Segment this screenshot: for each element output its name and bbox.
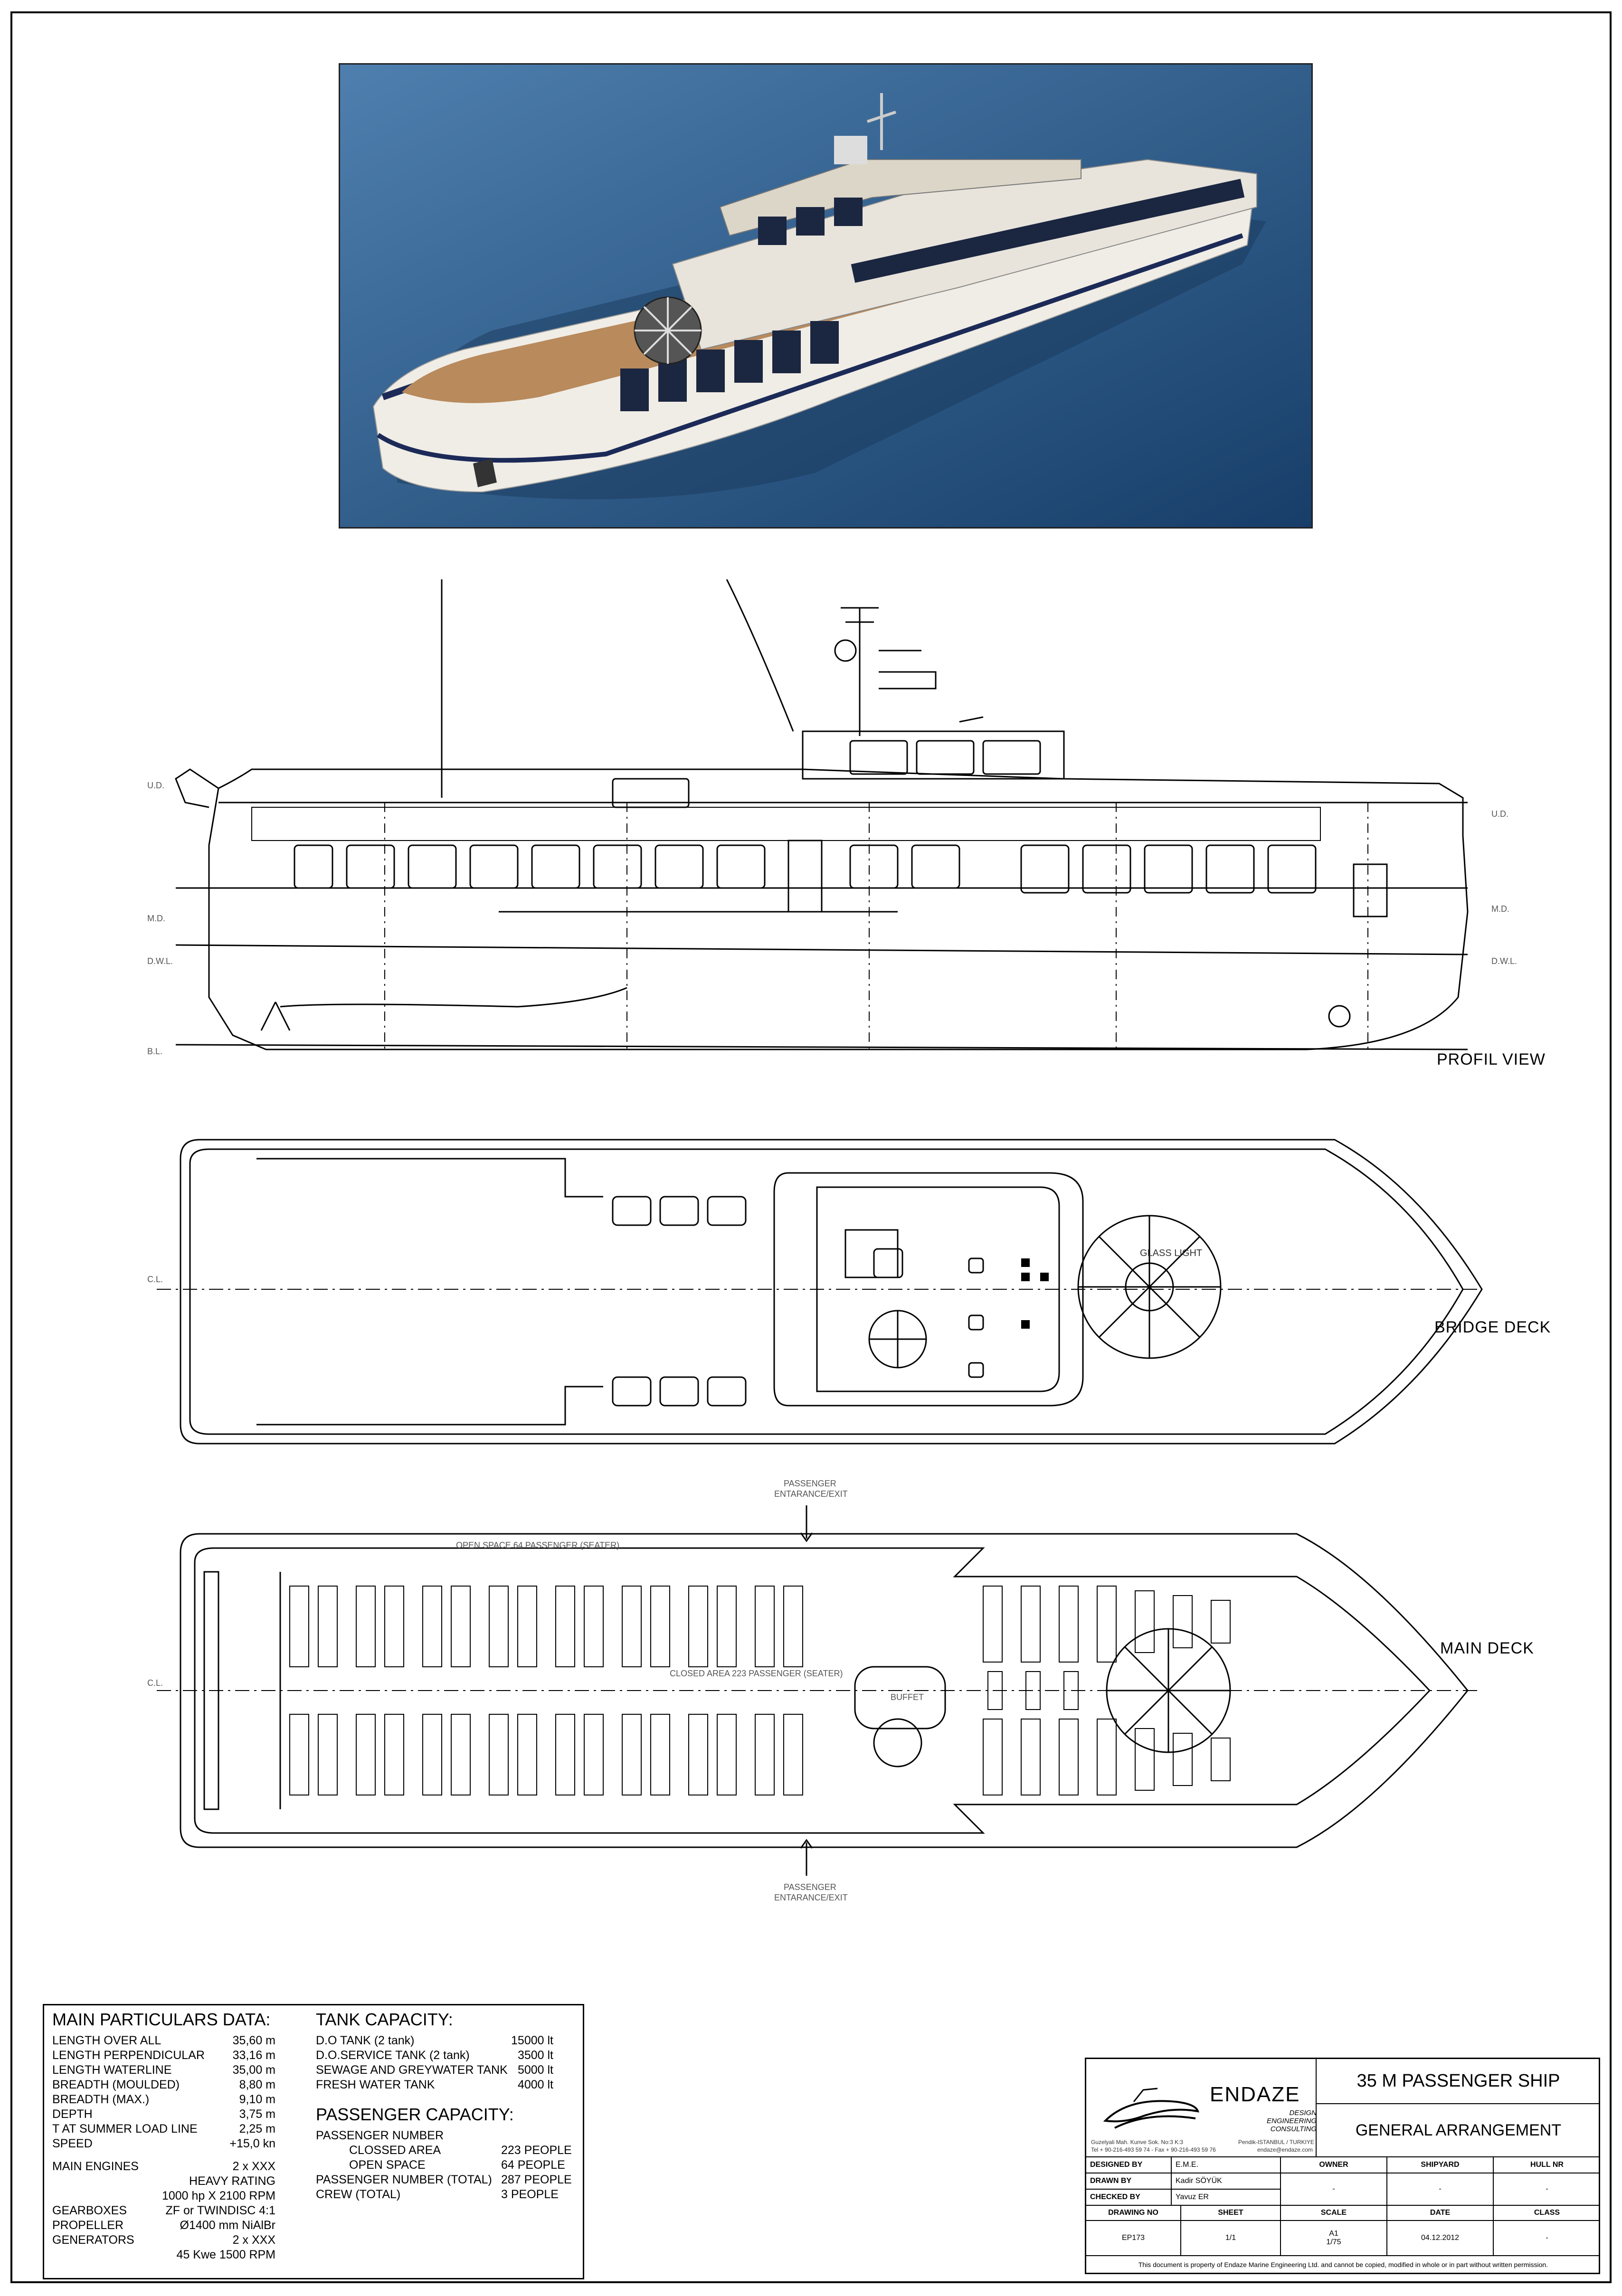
seat-block-left-top [289,1586,803,1667]
sheet-value: 1/1 [1181,2221,1281,2256]
checked-by-label: CHECKED BY [1086,2190,1172,2206]
particulars-table: LENGTH OVER ALL LENGTH PERPENDICULAR LEN… [52,2033,242,2151]
particular-value: 33,16 m [232,2049,275,2062]
drawn-by-label: DRAWN BY [1086,2173,1172,2190]
drawing-no-value: EP173 [1086,2221,1181,2256]
propeller-value: Ø1400 mm NiAlBr [180,2219,275,2232]
owner-value: - [1281,2173,1387,2206]
drawing-frame [10,11,1612,2283]
particular-value: 2,25 m [239,2122,275,2135]
svg-text:C.L.: C.L. [147,1275,163,1284]
checked-by-value: Yavuz ER [1172,2190,1281,2206]
svg-text:ENTARANCE/EXIT: ENTARANCE/EXIT [774,1489,848,1499]
particular-label: LENGTH OVER ALL [52,2034,161,2047]
svg-text:BUFFET: BUFFET [891,1692,924,1702]
gearboxes-label: GEARBOXES [52,2204,127,2217]
particular-value: 35,60 m [232,2034,275,2047]
date-value: 04.12.2012 [1387,2221,1494,2256]
tank-heading: TANK CAPACITY: [316,2010,453,2029]
main-deck-label: MAIN DECK [1440,1639,1534,1657]
sheet-label: SHEET [1181,2206,1281,2221]
particular-value: 35,00 m [232,2063,275,2077]
drawing-no-label: DRAWING NO [1086,2206,1181,2221]
shipyard-value: - [1387,2173,1494,2206]
particular-value: 8,80 m [239,2078,275,2091]
particular-label: LENGTH PERPENDICULAR [52,2049,205,2062]
svg-text:PASSENGER: PASSENGER [784,1882,836,1892]
svg-text:C.L.: C.L. [147,1678,163,1688]
passenger-heading: PASSENGER CAPACITY: [316,2105,514,2124]
svg-text:OPEN SPACE 64 PASSENGER (SEATE: OPEN SPACE 64 PASSENGER (SEATER) [456,1540,619,1550]
particulars-values: 35,60 m 33,16 m 35,00 m 8,80 m 9,10 m 3,… [190,2033,275,2151]
particular-label: T AT SUMMER LOAD LINE [52,2122,198,2135]
particular-label: BREADTH (MOULDED) [52,2078,180,2091]
svg-text:D.W.L.: D.W.L. [147,956,173,966]
copyright-footer: This document is property of Endaze Mari… [1138,2260,1548,2268]
company-phone: Tel + 90-216-493 59 74 - Fax + 90-216-49… [1091,2146,1216,2153]
particular-value: +15,0 kn [229,2137,275,2150]
date-label: DATE [1387,2206,1494,2221]
designed-by-label: DESIGNED BY [1086,2157,1172,2173]
company-email: endaze@endaze.com [1257,2146,1313,2153]
title-block: ENDAZE DESIGN ENGINEERING CONSULTING Guz… [1085,2058,1600,2274]
svg-text:U.D.: U.D. [1491,809,1508,819]
particular-label: DEPTH [52,2107,93,2121]
shipyard-label: SHIPYARD [1387,2157,1494,2173]
gearboxes-value: ZF or TWINDISC 4:1 [165,2204,275,2217]
svg-text:M.D.: M.D. [147,914,165,923]
svg-text:M.D.: M.D. [1491,904,1509,914]
svg-text:ENTARANCE/EXIT: ENTARANCE/EXIT [774,1893,848,1902]
drawn-by-value: Kadir SÖYÜK [1172,2173,1281,2190]
profile-view-drawing: U.D. M.D. D.W.L. B.L. U.D. M.D. D.W.L. [147,579,1517,1056]
scale-value: A1 1/75 [1281,2221,1387,2256]
particular-label: BREADTH (MAX.) [52,2093,150,2106]
engines-label: MAIN ENGINES [52,2160,139,2173]
company-logo-cell: ENDAZE DESIGN ENGINEERING CONSULTING Guz… [1086,2059,1317,2157]
main-particulars-box [43,2004,584,2279]
endaze-logo-icon [1103,2088,1199,2129]
bridge-deck-drawing: C.L. GLASS LIGHT [147,1139,1483,1445]
passenger-labels: PASSENGER NUMBER CLOSSED AREA OPEN SPACE… [316,2129,492,2201]
engines-value: 2 x XXX HEAVY RATING 1000 hp X 2100 RPM [161,2160,275,2202]
svg-text:GLASS LIGHT: GLASS LIGHT [1140,1248,1202,1258]
hull-value: - [1494,2173,1600,2206]
company-address: Guzelyali Mah. Kunve Sok. No:3 K:3 [1091,2139,1184,2145]
svg-text:B.L.: B.L. [147,1047,162,1056]
drawing-title: GENERAL ARRANGEMENT [1317,2104,1600,2157]
particular-value: 9,10 m [239,2093,275,2106]
generators-label: GENERATORS [52,2233,134,2247]
tank-values: 15000 lt 3500 lt 5000 lt 4000 lt [511,2034,553,2091]
profile-view-label: PROFIL VIEW [1437,1050,1546,1068]
propeller-label: PROPELLER [52,2219,124,2232]
scale-label: SCALE [1281,2206,1387,2221]
svg-text:D.W.L.: D.W.L. [1491,956,1517,966]
particulars-heading: MAIN PARTICULARS DATA: [52,2010,271,2029]
particular-value: 3,75 m [239,2107,275,2121]
company-city: Pendik-ISTANBUL / TURKIYE [1238,2139,1314,2145]
svg-text:PASSENGER: PASSENGER [784,1479,836,1488]
particular-label: SPEED [52,2137,93,2150]
generators-value: 2 x XXX 45 Kwe 1500 RPM [176,2233,275,2261]
bridge-deck-label: BRIDGE DECK [1434,1318,1551,1336]
ship-render-image [339,63,1313,529]
passenger-values: 223 PEOPLE 64 PEOPLE 287 PEOPLE 3 PEOPLE [501,2144,572,2201]
hull-label: HULL NR [1494,2157,1600,2173]
class-value: - [1494,2221,1600,2256]
particular-label: LENGTH WATERLINE [52,2063,172,2077]
owner-label: OWNER [1281,2157,1387,2173]
svg-text:CLOSED AREA 223 PASSENGER (SEA: CLOSED AREA 223 PASSENGER (SEATER) [670,1669,843,1678]
tank-labels: D.O TANK (2 tank) D.O.SERVICE TANK (2 ta… [316,2034,508,2091]
company-name: ENDAZE [1210,2083,1300,2106]
svg-text:U.D.: U.D. [147,781,164,790]
company-tagline: DESIGN ENGINEERING CONSULTING [1267,2109,1317,2133]
project-title: 35 M PASSENGER SHIP [1317,2059,1600,2104]
class-label: CLASS [1494,2206,1600,2221]
main-deck-drawing: C.L. OPEN SPACE 64 PASSENGER (SEATER) CL… [147,1479,1477,1902]
designed-by-value: E.M.E. [1172,2157,1281,2173]
